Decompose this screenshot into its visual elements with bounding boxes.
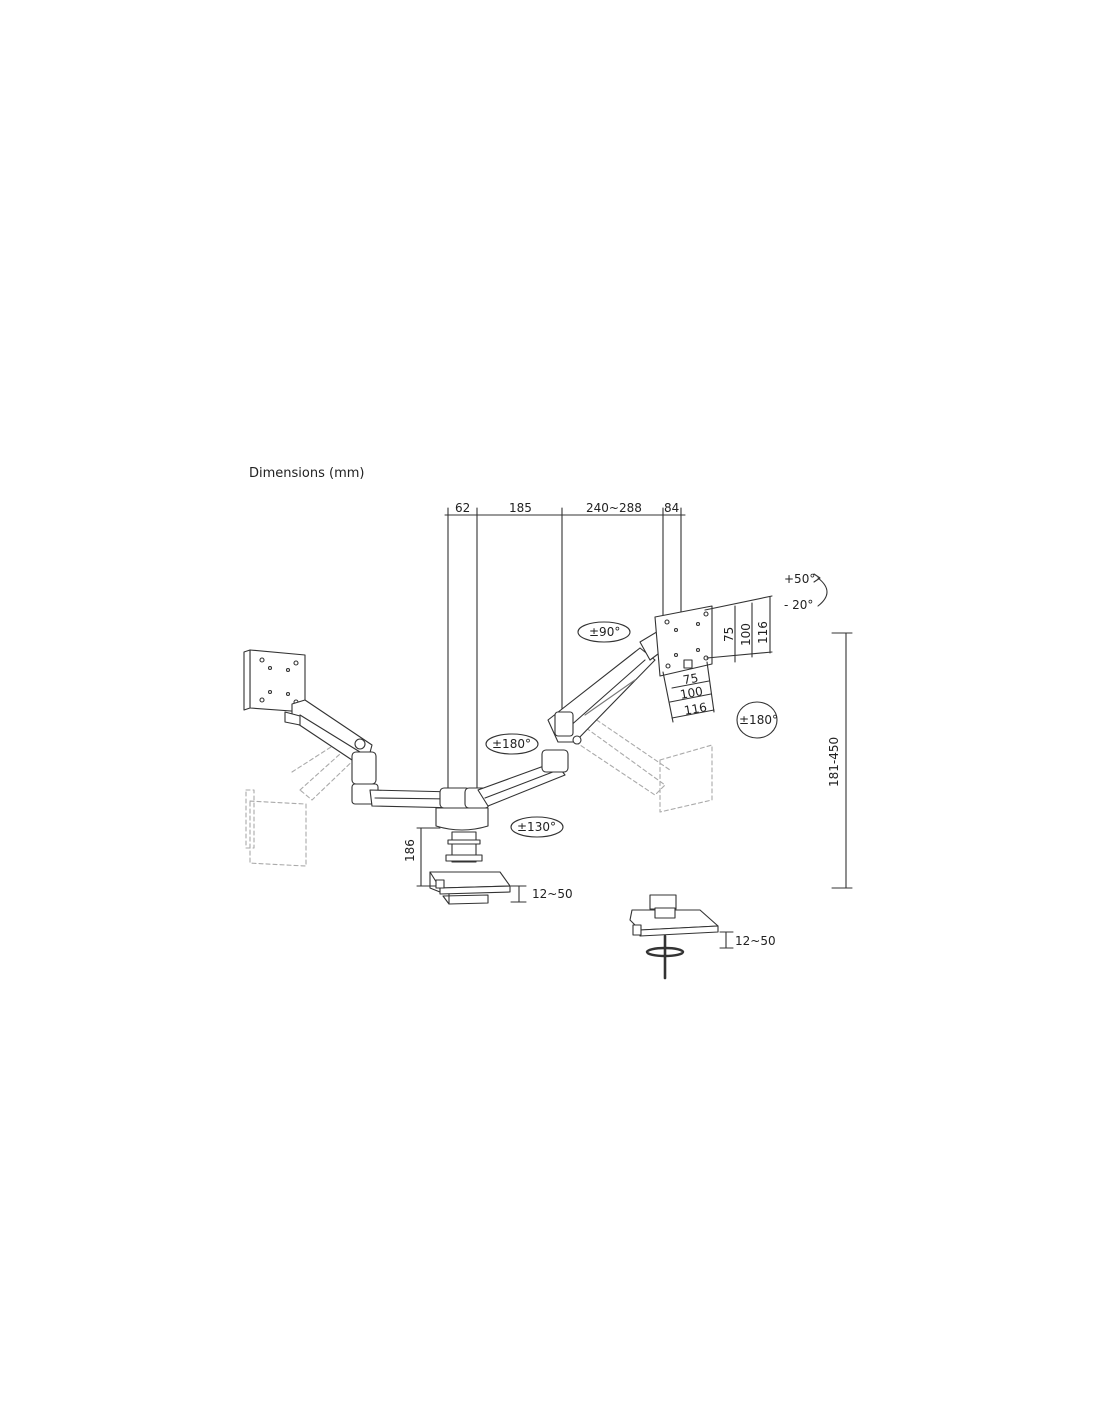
arm-swivel-label: ±180° bbox=[492, 737, 531, 751]
grommet-range-label: 12~50 bbox=[735, 934, 776, 948]
right-vesa-plate bbox=[654, 605, 713, 677]
dim-label-84: 84 bbox=[664, 501, 680, 515]
head-swivel-label: ±90° bbox=[589, 625, 621, 639]
diagram-title: Dimensions (mm) bbox=[249, 466, 365, 481]
vesa-w-large-label: 116 bbox=[682, 700, 708, 718]
right-lower-arm bbox=[477, 749, 569, 807]
vesa-width-dims bbox=[662, 661, 715, 723]
grommet-range-marker bbox=[719, 931, 734, 949]
clamp-base bbox=[429, 871, 511, 905]
grommet-base bbox=[629, 894, 719, 980]
left-upper-arm bbox=[284, 699, 373, 763]
height-dimension bbox=[831, 632, 853, 889]
height-range-label: 181-450 bbox=[827, 736, 841, 787]
top-dimension-lines bbox=[444, 507, 686, 791]
clamp-range-label: 12~50 bbox=[532, 887, 573, 901]
right-upper-arm bbox=[547, 629, 667, 745]
dim-label-240-288: 240~288 bbox=[586, 501, 642, 515]
dim-label-62: 62 bbox=[455, 501, 471, 515]
ghost-left-arm bbox=[245, 737, 363, 867]
left-lower-arm bbox=[351, 751, 461, 809]
screen-rotate-label: ±180° bbox=[739, 713, 778, 727]
vesa-h-small-label: 75 bbox=[722, 626, 736, 642]
vesa-w-mid-label: 100 bbox=[678, 684, 704, 702]
rotation-arrows bbox=[485, 573, 828, 838]
vesa-h-large-label: 116 bbox=[756, 621, 770, 644]
tilt-down-label: - 20° bbox=[784, 598, 814, 612]
dim-label-185: 185 bbox=[509, 501, 532, 515]
clamp-range-marker bbox=[510, 885, 527, 903]
vesa-h-mid-label: 100 bbox=[739, 623, 753, 646]
vesa-height-dims bbox=[704, 595, 773, 663]
pole-height-label: 186 bbox=[403, 839, 417, 862]
tilt-up-label: +50° bbox=[784, 572, 816, 586]
base-swivel-label: ±130° bbox=[517, 820, 556, 834]
center-pole bbox=[435, 787, 490, 863]
